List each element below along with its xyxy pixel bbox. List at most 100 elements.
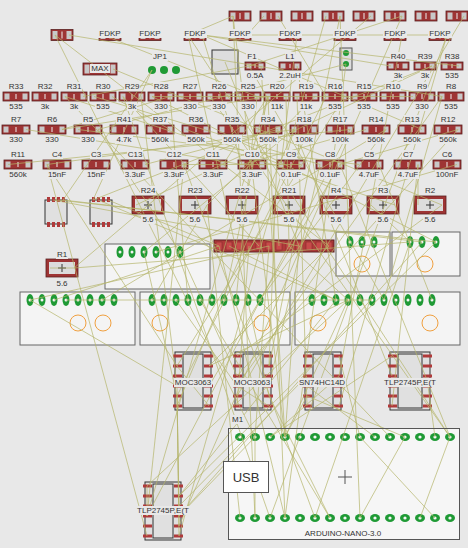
module-pin: [325, 433, 335, 441]
airwire: [113, 69, 442, 205]
airwire: [103, 35, 257, 97]
smd-footprint: [2, 125, 30, 134]
part-label: 330: [153, 102, 168, 111]
part-label: R17: [332, 115, 349, 124]
smd-footprint: [353, 11, 375, 21]
airwire: [136, 66, 432, 205]
part-label: 560k: [222, 135, 241, 144]
airwire: [237, 97, 442, 387]
header-pad: [306, 242, 312, 250]
part-label: SN74HC14D: [298, 378, 346, 387]
part-label: L1: [285, 52, 296, 61]
smd-footprint: [291, 11, 313, 21]
smd-pad: [23, 94, 28, 100]
airwire: [108, 200, 219, 246]
part-label: 5.6: [423, 215, 436, 224]
mount-hole: [422, 315, 438, 331]
part-label: JP1: [152, 52, 168, 61]
airwire: [188, 35, 269, 396]
part-label: 535: [385, 102, 400, 111]
part-label: 330: [211, 102, 226, 111]
part-label: 535: [8, 102, 23, 111]
ic-pad: [204, 355, 213, 358]
airwire: [269, 396, 330, 518]
airwire: [281, 35, 297, 165]
part-label: 3k: [420, 71, 430, 80]
part-label: R34: [260, 115, 277, 124]
module-pin: [385, 514, 395, 522]
part-label: 0.1uF: [319, 170, 341, 179]
airwire: [170, 97, 188, 301]
airwire: [428, 386, 435, 437]
airwire: [229, 246, 336, 300]
ic-pad: [233, 365, 242, 368]
part-label: R15: [356, 82, 373, 91]
part-label: 535: [327, 102, 342, 111]
part-label: 3.3uF: [163, 170, 185, 179]
smd-pad: [448, 13, 453, 20]
airwire: [179, 16, 402, 526]
tht-pad: [39, 294, 46, 306]
part-label: R2: [424, 186, 436, 195]
drill-hole: [298, 516, 301, 519]
part-label: TLP2745P,E(T: [136, 506, 190, 515]
connector-label: USB: [233, 470, 260, 485]
polarity-mark: [290, 64, 291, 68]
airwire: [141, 97, 177, 387]
ic-pad: [264, 355, 273, 358]
smd-pad: [85, 65, 90, 74]
capacitor-footprint: [179, 196, 211, 214]
airwire: [123, 97, 270, 519]
origin-cross: [338, 470, 352, 484]
part-label: 330: [8, 135, 23, 144]
part-label: R18: [296, 115, 313, 124]
origin-cross: [426, 201, 434, 209]
part-label: 100k: [330, 135, 349, 144]
airwire: [152, 96, 286, 97]
polarity-mark: [52, 127, 53, 132]
smd-pad: [4, 127, 9, 133]
part-label: 0.5A: [246, 71, 264, 80]
part-label: MOC3063: [233, 378, 271, 387]
airwire: [202, 35, 422, 130]
airwire: [270, 35, 447, 518]
airwire: [237, 16, 464, 396]
ic-pad: [97, 222, 100, 227]
polarity-mark: [426, 13, 427, 19]
part-label: FDKP: [428, 29, 451, 38]
tht-pad: [405, 294, 412, 306]
airwire: [339, 35, 402, 376]
part-label: 560k: [258, 135, 277, 144]
smd-footprint: [139, 30, 161, 41]
polarity-mark: [88, 127, 89, 132]
polarity-mark: [62, 32, 63, 39]
part-label: 535: [444, 71, 459, 80]
part-label: R9: [416, 82, 428, 91]
part-label: R29: [124, 82, 141, 91]
airwire: [384, 97, 442, 301]
part-label: 3k: [127, 102, 137, 111]
part-label: R3: [377, 186, 389, 195]
smd-footprint: [38, 125, 66, 134]
airwire: [179, 16, 326, 536]
ic-pad: [423, 365, 432, 368]
part-label: R12: [440, 115, 457, 124]
part-label: C3: [90, 150, 102, 159]
smd-footprint: [446, 11, 468, 21]
smd-pad: [52, 94, 57, 100]
smd-footprint: [260, 11, 282, 21]
airwire: [144, 252, 177, 396]
part-label: 5.6: [376, 215, 389, 224]
polarity-mark: [398, 64, 399, 68]
part-label: 560k: [186, 135, 205, 144]
smd-footprint: [82, 160, 110, 169]
part-label: R11: [10, 150, 26, 159]
part-label: C7: [402, 150, 414, 159]
ic-pad: [173, 355, 182, 358]
airwire: [123, 97, 259, 247]
part-label: 560k: [438, 135, 457, 144]
smd-pad: [458, 94, 463, 100]
capacitor-body: [417, 199, 443, 211]
smd-pad: [5, 94, 10, 100]
part-label: 535: [356, 102, 371, 111]
